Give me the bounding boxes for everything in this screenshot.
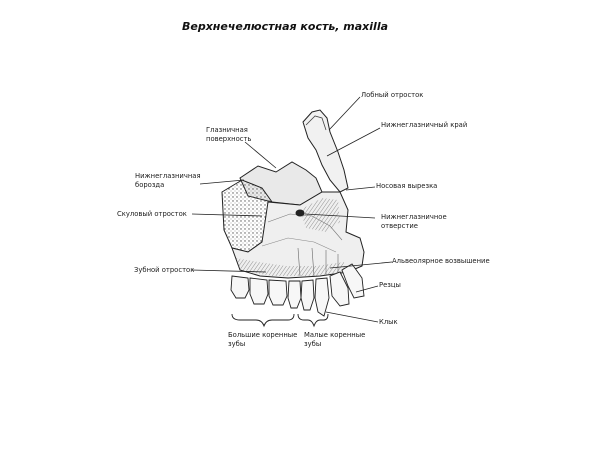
label-frontal-process: Лобный отросток <box>361 91 424 99</box>
premolars-bracket <box>297 313 329 328</box>
molars-bracket <box>231 313 295 328</box>
label-infraorbital-margin: Нижнеглазничный край <box>381 121 468 129</box>
label-infraorbital-groove: Нижнеглазничная борозда <box>135 172 201 189</box>
label-alveolar-process: Зубной отросток <box>134 266 195 274</box>
label-alveolar-eminences: Альвеолярное возвышение <box>392 257 490 265</box>
label-infraorbital-foramen: Нижнеглазничное отверстие <box>381 213 447 230</box>
incisor-2 <box>341 263 365 299</box>
incisor-1 <box>329 271 350 307</box>
label-incisors: Резцы <box>379 281 401 289</box>
teeth <box>230 263 365 317</box>
figure-title: Верхнечелюстная кость, maxilla <box>181 20 389 33</box>
molar-1 <box>230 275 250 299</box>
maxilla-bone <box>221 109 365 279</box>
canine-tooth <box>314 277 330 317</box>
label-premolars: Малые коренные зубы <box>304 331 366 348</box>
molar-3 <box>268 279 288 306</box>
tooth-brackets <box>231 313 329 328</box>
label-canine: Клык <box>379 318 398 326</box>
premolar-1 <box>287 280 302 309</box>
label-zygomatic-process: Скуловый отросток <box>117 210 187 218</box>
molar-2 <box>249 277 269 305</box>
label-molars: Большие коренные зубы <box>228 331 298 348</box>
premolar-2 <box>300 279 315 311</box>
label-orbital-surface: Глазничная поверхность <box>206 126 252 143</box>
label-nasal-notch: Носовая вырезка <box>376 182 438 190</box>
leader-lines <box>191 96 393 323</box>
